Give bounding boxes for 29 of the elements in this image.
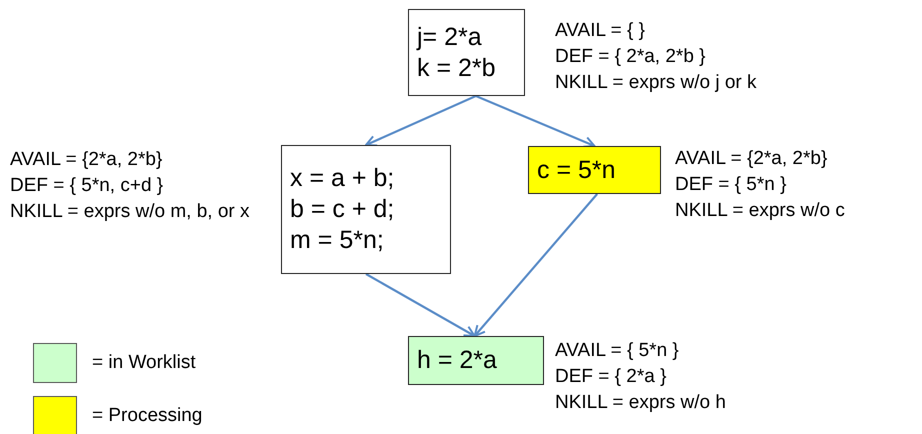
dataflow-annotation: AVAIL = { } bbox=[555, 19, 646, 43]
dataflow-annotation: DEF = { 5*n } bbox=[675, 173, 788, 197]
legend-label: = Processing bbox=[92, 405, 202, 427]
code-block bbox=[408, 9, 525, 96]
code-block bbox=[528, 146, 661, 194]
code-statement: x = a + b; bbox=[290, 163, 396, 194]
arrow bbox=[474, 193, 598, 337]
code-statement: b = c + d; bbox=[290, 194, 396, 225]
dataflow-annotation: AVAIL = { 5*n } bbox=[555, 339, 680, 363]
code-statement: c = 5*n bbox=[537, 154, 617, 186]
code-statement: k = 2*b bbox=[417, 52, 497, 84]
dataflow-annotation: AVAIL = {2*a, 2*b} bbox=[675, 147, 828, 171]
legend-label: = in Worklist bbox=[92, 352, 196, 374]
dataflow-annotation: DEF = { 2*a, 2*b } bbox=[555, 45, 707, 69]
arrow bbox=[365, 273, 476, 337]
dataflow-annotation: AVAIL = {2*a, 2*b} bbox=[10, 148, 164, 172]
code-statement: h = 2*a bbox=[417, 345, 498, 376]
dataflow-annotation: DEF = { 5*n, c+d } bbox=[10, 174, 164, 198]
arrow bbox=[365, 95, 476, 146]
code-block bbox=[281, 145, 451, 274]
dataflow-annotation: DEF = { 2*a } bbox=[555, 365, 668, 389]
arrow bbox=[475, 94, 596, 148]
code-block bbox=[408, 336, 544, 385]
dataflow-annotation: NKILL = exprs w/o j or k bbox=[555, 71, 758, 95]
dataflow-annotation: NKILL = exprs w/o h bbox=[555, 391, 727, 415]
dataflow-annotation: NKILL = exprs w/o c bbox=[675, 199, 846, 223]
dataflow-annotation: NKILL = exprs w/o m, b, or x bbox=[10, 200, 251, 224]
code-statement: j= 2*a bbox=[417, 22, 483, 52]
code-statement: m = 5*n; bbox=[290, 225, 385, 256]
